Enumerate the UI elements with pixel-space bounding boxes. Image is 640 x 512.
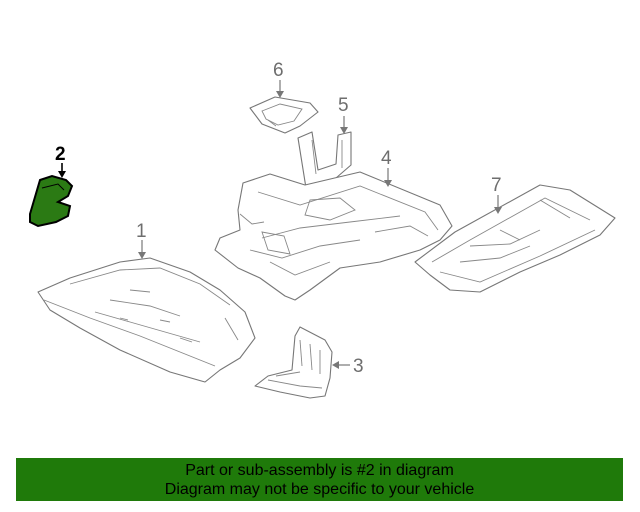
part-6[interactable] [249,96,319,134]
leader-3 [332,361,350,369]
callout-1[interactable]: 1 [136,221,147,242]
callout-4[interactable]: 4 [381,148,392,169]
leader-4 [384,168,392,187]
leader-5 [340,116,348,134]
callout-7[interactable]: 7 [491,175,502,196]
leader-1 [138,240,146,259]
leader-2 [58,163,66,178]
parts-diagram: 6 5 4 7 [29,60,616,399]
leader-6 [276,80,284,98]
part-2[interactable] [29,174,74,228]
callout-2[interactable]: 2 [55,144,66,165]
banner-line-1: Part or sub-assembly is #2 in diagram [185,462,454,479]
part-3[interactable] [254,326,333,399]
info-banner: Part or sub-assembly is #2 in diagram Di… [16,458,623,501]
banner-line-2: Diagram may not be specific to your vehi… [164,481,475,498]
part-1[interactable] [37,257,256,383]
callout-6[interactable]: 6 [273,60,284,81]
callout-5[interactable]: 5 [338,95,349,116]
leader-7 [494,195,502,214]
part-4[interactable] [214,171,453,301]
part-7[interactable] [414,184,616,293]
callout-3[interactable]: 3 [353,356,364,377]
